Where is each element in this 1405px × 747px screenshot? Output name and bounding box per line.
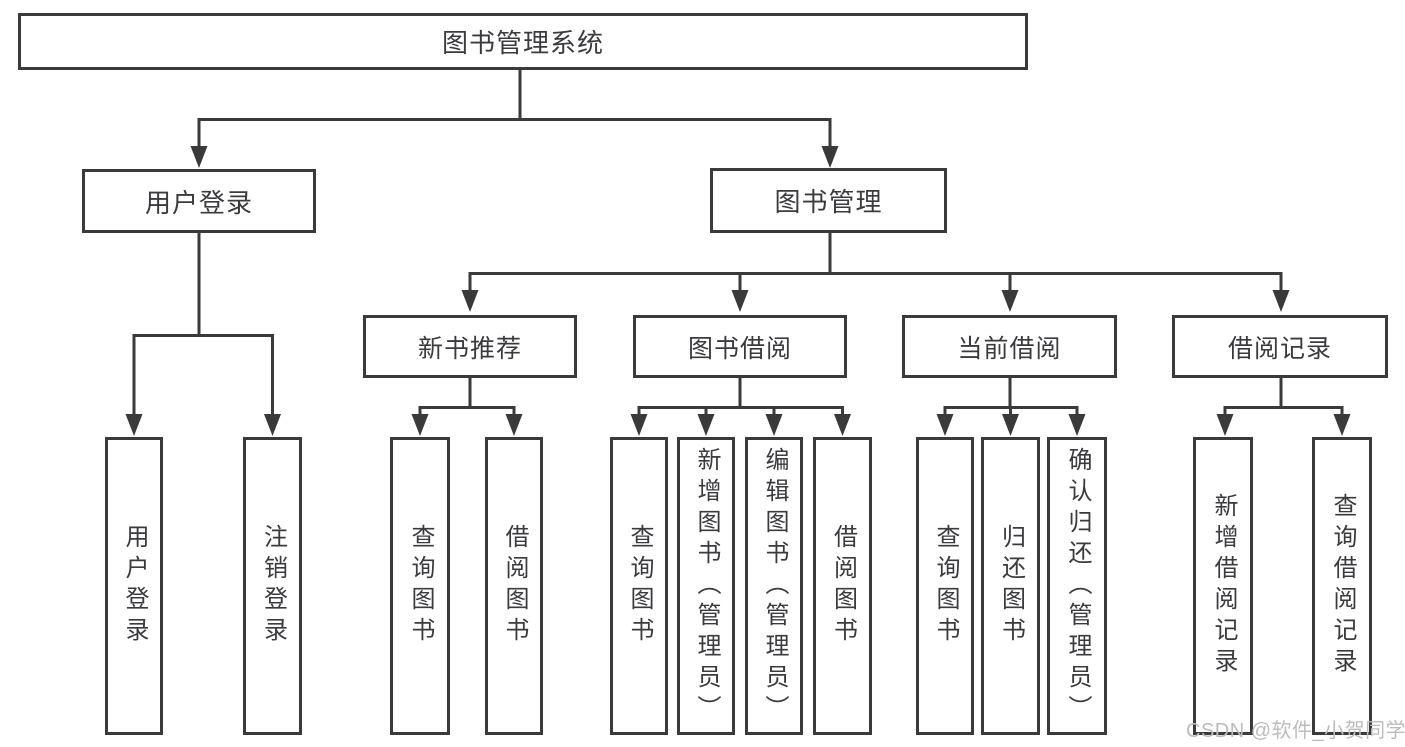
node-leaf-add-borrow-record: 新增借阅记录: [1193, 437, 1253, 735]
node-leaf-edit-book-admin: 编辑图书（管理员）: [745, 437, 803, 735]
node-label: 图书管理: [774, 187, 883, 217]
node-leaf-logout: 注销登录: [243, 437, 302, 735]
node-user-login-branch: 用户登录: [82, 169, 316, 233]
node-label: 查询借阅记录: [1329, 493, 1356, 679]
arrowhead: [125, 414, 143, 436]
node-book-borrowing: 图书借阅: [633, 315, 847, 378]
node-label: 新增图书（管理员）: [693, 446, 720, 726]
node-borrowing-records: 借阅记录: [1172, 315, 1388, 378]
arrowhead: [630, 414, 648, 436]
node-label: 新增借阅记录: [1210, 493, 1237, 679]
node-label: 查询图书: [626, 524, 653, 648]
node-label: 用户登录: [144, 187, 253, 218]
node-library-system: 图书管理系统: [18, 13, 1028, 70]
connector-new-book-split: [418, 378, 516, 417]
arrowhead: [1272, 290, 1290, 312]
node-label: 图书管理系统: [441, 28, 604, 58]
arrowhead: [821, 146, 839, 168]
node-label: 图书借阅: [687, 334, 792, 363]
node-label: 新书推荐: [417, 334, 522, 363]
arrowhead: [1068, 414, 1086, 436]
node-new-book-recommend: 新书推荐: [363, 315, 577, 378]
node-label: 借阅图书: [829, 524, 857, 648]
connector-root-split: [197, 70, 832, 149]
node-leaf-query-borrow-record: 查询借阅记录: [1312, 437, 1372, 735]
node-leaf-add-book-admin: 新增图书（管理员）: [677, 437, 735, 735]
arrowhead: [1001, 290, 1019, 312]
arrowhead: [834, 414, 851, 436]
node-label: 注销登录: [259, 524, 287, 648]
arrowhead: [264, 414, 281, 436]
arrowheads: [125, 146, 1351, 436]
node-leaf-query-book-1: 查询图书: [390, 437, 450, 735]
arrowhead: [731, 290, 749, 312]
node-leaf-query-book-3: 查询图书: [916, 437, 974, 735]
arrowhead: [1216, 414, 1234, 436]
node-label: 借阅图书: [501, 524, 528, 648]
connector-user-login-split: [132, 233, 274, 417]
node-leaf-return-book: 归还图书: [981, 437, 1040, 735]
node-current-borrowing: 当前借阅: [902, 315, 1117, 378]
arrowhead: [411, 414, 429, 436]
node-label: 用户登录: [121, 524, 148, 648]
arrowhead: [505, 414, 523, 436]
node-book-management-branch: 图书管理: [710, 168, 947, 233]
arrowhead: [936, 414, 954, 436]
arrowhead: [1333, 414, 1351, 436]
node-label: 查询图书: [932, 524, 959, 648]
node-leaf-query-book-2: 查询图书: [610, 437, 668, 735]
arrowhead: [461, 290, 479, 312]
node-label: 当前借阅: [957, 334, 1062, 363]
arrowhead: [190, 146, 208, 168]
arrowhead: [765, 414, 783, 436]
node-label: 编辑图书（管理员）: [761, 446, 788, 726]
arrowhead: [697, 414, 715, 436]
connector-book-borrow-split: [637, 378, 844, 417]
node-label: 借阅记录: [1227, 334, 1332, 363]
csdn-watermark: CSDN @软件_小贺同学: [1186, 720, 1405, 742]
node-leaf-borrow-book-1: 借阅图书: [485, 437, 543, 735]
connector-book-mgmt-split: [468, 233, 1283, 293]
node-leaf-borrow-book-2: 借阅图书: [813, 437, 872, 735]
connector-borrow-records-split: [1223, 378, 1344, 417]
node-leaf-user-login: 用户登录: [105, 437, 163, 735]
arrowhead: [1002, 414, 1019, 436]
node-label: 查询图书: [407, 524, 434, 648]
node-label: 归还图书: [997, 524, 1025, 648]
node-label: 确认归还（管理员）: [1064, 446, 1091, 726]
node-leaf-confirm-return-admin: 确认归还（管理员）: [1047, 437, 1107, 735]
connector-current-borrow-split: [943, 378, 1079, 417]
